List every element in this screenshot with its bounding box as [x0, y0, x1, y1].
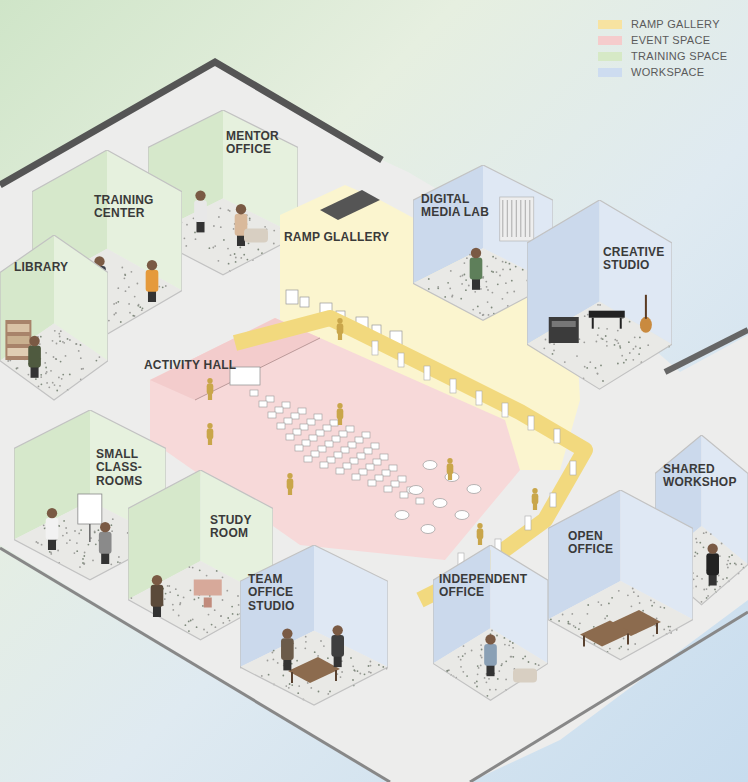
room-box: CREATIVE STUDIO — [527, 200, 672, 395]
room-label: OPEN OFFICE — [568, 530, 628, 557]
room-box: INDEPENDENT OFFICE — [433, 545, 548, 705]
legend-text: RAMP GALLERY — [631, 18, 720, 30]
legend-row: TRAINING SPACE — [598, 48, 727, 64]
legend-swatch — [598, 20, 622, 29]
room-illustration — [527, 200, 672, 395]
room-label: DIGITAL MEDIA LAB — [421, 193, 491, 220]
room-label: SHARED WORKSHOP — [663, 463, 743, 490]
room-label: INDEPENDENT OFFICE — [439, 573, 535, 600]
room-box: TEAM OFFICE STUDIO — [240, 545, 388, 710]
room-label: SMALL CLASS- ROOMS — [96, 448, 160, 488]
legend: RAMP GALLERY EVENT SPACE TRAINING SPACE WOR… — [598, 16, 727, 80]
room-label: MENTOR OFFICE — [226, 130, 292, 157]
legend-swatch — [598, 52, 622, 61]
room-label: TRAINING CENTER — [94, 194, 172, 221]
legend-row: WORKSPACE — [598, 64, 727, 80]
room-label: ACTIVITY HALL — [144, 359, 274, 372]
legend-swatch — [598, 36, 622, 45]
room-illustration — [548, 490, 693, 665]
room-box: OPEN OFFICE — [548, 490, 693, 665]
room-box: LIBRARY — [0, 235, 108, 405]
legend-text: EVENT SPACE — [631, 34, 710, 46]
room-label: TEAM OFFICE STUDIO — [248, 573, 310, 613]
legend-row: RAMP GALLERY — [598, 16, 727, 32]
legend-text: TRAINING SPACE — [631, 50, 727, 62]
legend-row: EVENT SPACE — [598, 32, 727, 48]
room-label: LIBRARY — [14, 261, 84, 274]
room-label: RAMP GLALLERY — [284, 231, 396, 244]
legend-text: WORKSPACE — [631, 66, 704, 78]
room-illustration — [240, 545, 388, 710]
room-label: CREATIVE STUDIO — [603, 246, 669, 273]
room-illustration — [433, 545, 548, 705]
room-label: STUDY ROOM — [210, 514, 266, 541]
legend-swatch — [598, 68, 622, 77]
